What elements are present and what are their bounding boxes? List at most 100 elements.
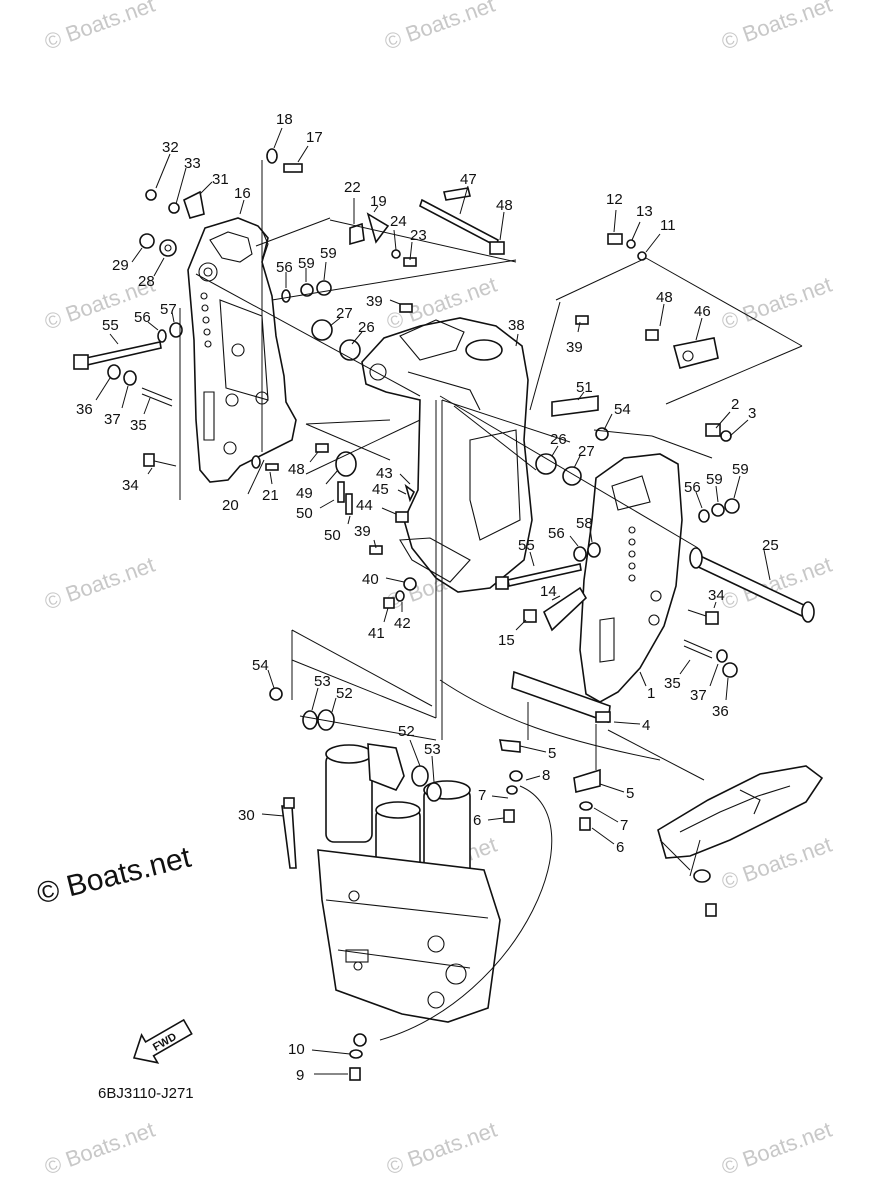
- callout-37[interactable]: 37: [690, 687, 707, 704]
- callout-8[interactable]: 8: [542, 767, 550, 784]
- callout-54[interactable]: 54: [614, 401, 631, 418]
- callout-25[interactable]: 25: [762, 537, 779, 554]
- callout-55[interactable]: 55: [518, 537, 535, 554]
- callout-52[interactable]: 52: [398, 723, 415, 740]
- callout-4[interactable]: 4: [642, 717, 650, 734]
- anode-plate-and-brackets: [499, 586, 611, 793]
- callout-7[interactable]: 7: [620, 817, 628, 834]
- callout-59[interactable]: 59: [706, 471, 723, 488]
- callout-53[interactable]: 53: [424, 741, 441, 758]
- callout-10[interactable]: 10: [288, 1041, 305, 1058]
- callout-21[interactable]: 21: [262, 487, 279, 504]
- callout-35[interactable]: 35: [664, 675, 681, 692]
- callout-26[interactable]: 26: [550, 431, 567, 448]
- callout-51[interactable]: 51: [576, 379, 593, 396]
- callout-46[interactable]: 46: [694, 303, 711, 320]
- callout-9[interactable]: 9: [296, 1067, 304, 1084]
- callout-59[interactable]: 59: [298, 255, 315, 272]
- callout-2[interactable]: 2: [731, 396, 739, 413]
- callout-15[interactable]: 15: [498, 632, 515, 649]
- callout-11[interactable]: 11: [660, 217, 676, 234]
- callout-36[interactable]: 36: [712, 703, 729, 720]
- callout-layer: 1 2 3 4 5 5 6 6 7 7 8 9 10: [76, 111, 779, 1084]
- callout-43[interactable]: 43: [376, 465, 393, 482]
- callout-13[interactable]: 13: [636, 203, 653, 220]
- callout-40[interactable]: 40: [362, 571, 379, 588]
- callout-20[interactable]: 20: [222, 497, 239, 514]
- callout-49[interactable]: 49: [296, 485, 313, 502]
- callout-6[interactable]: 6: [616, 839, 624, 856]
- callout-30[interactable]: 30: [238, 807, 255, 824]
- callout-50[interactable]: 50: [296, 505, 313, 522]
- callout-37[interactable]: 37: [104, 411, 121, 428]
- callout-36[interactable]: 36: [76, 401, 93, 418]
- callout-59[interactable]: 59: [320, 245, 337, 262]
- callout-33[interactable]: 33: [184, 155, 201, 172]
- callout-57[interactable]: 57: [160, 301, 177, 318]
- callout-32[interactable]: 32: [162, 139, 179, 156]
- callout-27[interactable]: 27: [336, 305, 353, 322]
- callout-42[interactable]: 42: [394, 615, 411, 632]
- callout-48[interactable]: 48: [288, 461, 305, 478]
- callout-41[interactable]: 41: [368, 625, 385, 642]
- callout-39[interactable]: 39: [566, 339, 583, 356]
- swivel-bracket: [361, 317, 533, 593]
- callout-35[interactable]: 35: [130, 417, 147, 434]
- callout-44[interactable]: 44: [356, 497, 373, 514]
- watermark: © Boats.net: [41, 0, 158, 55]
- callout-56[interactable]: 56: [684, 479, 701, 496]
- callout-23[interactable]: 23: [410, 227, 427, 244]
- callout-48[interactable]: 48: [656, 289, 673, 306]
- callout-59[interactable]: 59: [732, 461, 749, 478]
- left-clamp-bracket: [187, 217, 297, 483]
- diagram-code: 6BJ3110-J271: [98, 1085, 194, 1102]
- fwd-arrow-icon: [132, 1018, 193, 1064]
- callout-50[interactable]: 50: [324, 527, 341, 544]
- callout-34[interactable]: 34: [122, 477, 139, 494]
- callout-31[interactable]: 31: [212, 171, 229, 188]
- callout-47[interactable]: 47: [460, 171, 477, 188]
- right-clamp-bracket: [579, 453, 683, 703]
- callout-58[interactable]: 58: [576, 515, 593, 532]
- callout-1[interactable]: 1: [647, 685, 655, 702]
- callout-5[interactable]: 5: [548, 745, 556, 762]
- callout-5[interactable]: 5: [626, 785, 634, 802]
- callout-55[interactable]: 55: [102, 317, 119, 334]
- callout-14[interactable]: 14: [540, 583, 557, 600]
- callout-22[interactable]: 22: [344, 179, 361, 196]
- callout-3[interactable]: 3: [748, 405, 756, 422]
- callout-39[interactable]: 39: [366, 293, 383, 310]
- callout-18[interactable]: 18: [276, 111, 293, 128]
- callout-7[interactable]: 7: [478, 787, 486, 804]
- callout-16[interactable]: 16: [234, 185, 251, 202]
- callout-45[interactable]: 45: [372, 481, 389, 498]
- callout-56[interactable]: 56: [548, 525, 565, 542]
- forward-direction-arrow: FWD: [132, 1018, 193, 1064]
- callout-52[interactable]: 52: [336, 685, 353, 702]
- callout-29[interactable]: 29: [112, 257, 129, 274]
- callout-38[interactable]: 38: [508, 317, 525, 334]
- watermark: © Boats.net: [718, 0, 835, 55]
- watermark: © Boats.net: [718, 272, 835, 335]
- callout-19[interactable]: 19: [370, 193, 387, 210]
- callout-39[interactable]: 39: [354, 523, 371, 540]
- boats-net-logo: © Boats.net: [34, 841, 195, 911]
- callout-34[interactable]: 34: [708, 587, 725, 604]
- watermark: © Boats.net: [718, 1117, 835, 1180]
- callout-28[interactable]: 28: [138, 273, 155, 290]
- callout-26[interactable]: 26: [358, 319, 375, 336]
- callout-53[interactable]: 53: [314, 673, 331, 690]
- callout-56[interactable]: 56: [276, 259, 293, 276]
- callout-27[interactable]: 27: [578, 443, 595, 460]
- callout-6[interactable]: 6: [473, 812, 481, 829]
- assembly-guide-lines: [179, 160, 803, 1041]
- callout-12[interactable]: 12: [606, 191, 623, 208]
- callout-54[interactable]: 54: [252, 657, 269, 674]
- callout-24[interactable]: 24: [390, 213, 407, 230]
- callout-17[interactable]: 17: [306, 129, 323, 146]
- callout-48[interactable]: 48: [496, 197, 513, 214]
- watermark: © Boats.net: [41, 1117, 158, 1180]
- watermark: © Boats.net: [383, 1117, 500, 1180]
- callout-56[interactable]: 56: [134, 309, 151, 326]
